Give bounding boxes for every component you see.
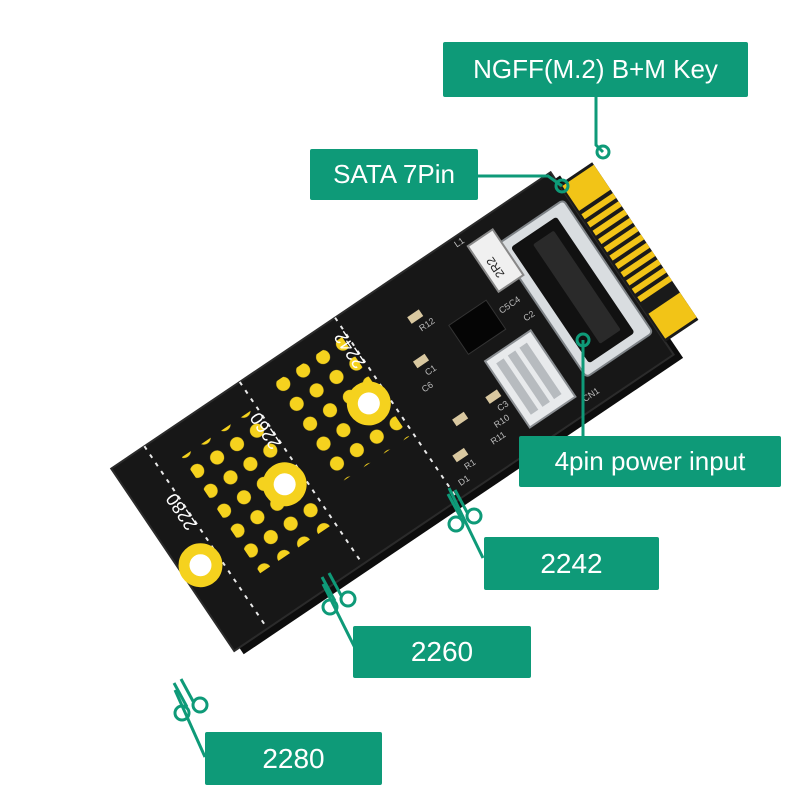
silk-l1: L1	[452, 235, 466, 249]
leader-dot-key	[595, 144, 611, 160]
leader-dot-sata	[554, 178, 570, 194]
callout-sata: SATA 7Pin	[310, 149, 478, 200]
smd-components	[407, 309, 502, 463]
callout-2242-text: 2242	[540, 547, 603, 579]
callout-power: 4pin power input	[519, 436, 781, 487]
scissors-icon	[320, 572, 357, 616]
callout-2242: 2242	[484, 537, 659, 590]
power-header	[483, 329, 577, 429]
leader-lines	[173, 92, 605, 758]
callout-2280-text: 2280	[262, 742, 325, 774]
sata-connector	[497, 200, 653, 377]
callout-ngff-key-text: NGFF(M.2) B+M Key	[473, 54, 718, 84]
callout-sata-text: SATA 7Pin	[333, 159, 455, 189]
callout-power-text: 4pin power input	[554, 446, 746, 476]
callout-2260: 2260	[353, 626, 531, 678]
inductor: 2R2	[466, 228, 525, 294]
mount-pads-field	[181, 336, 410, 574]
callout-2280: 2280	[205, 732, 382, 785]
scissors-icon	[446, 489, 483, 533]
mounting-holes	[178, 381, 391, 588]
gold-finger-connector	[559, 162, 699, 343]
ic-chip	[448, 299, 507, 356]
callout-2260-text: 2260	[410, 636, 474, 667]
leader-dot-power	[575, 332, 591, 348]
callout-ngff-key: NGFF(M.2) B+M Key	[443, 42, 748, 97]
scissors-icon	[172, 678, 209, 722]
